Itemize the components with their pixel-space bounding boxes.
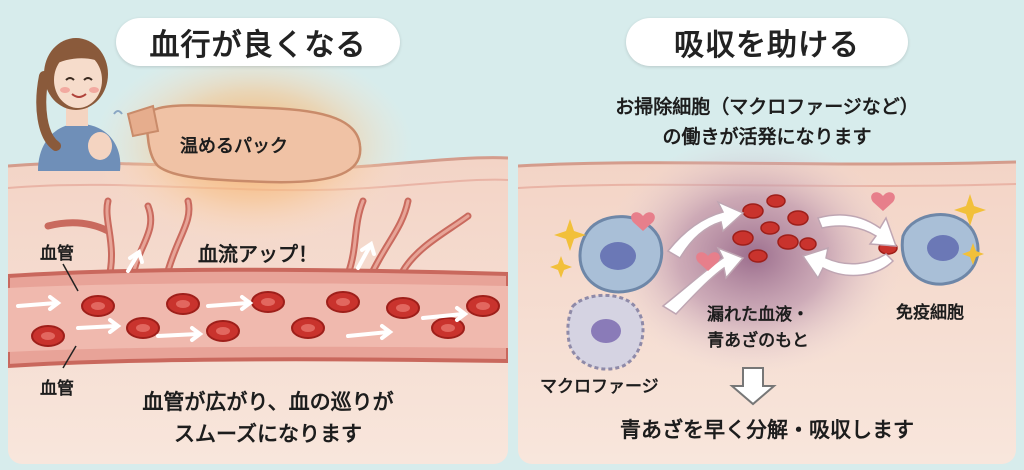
macrophage-cell-bottom	[566, 293, 645, 371]
immune-cell	[900, 213, 980, 286]
absorption-caption: 青あざを早く分解・吸収します	[620, 418, 914, 442]
blood-flow-illustration	[8, 6, 508, 464]
flow-arrows	[16, 240, 469, 342]
vessel-label-bottom: 血管	[40, 379, 74, 399]
blood-flow-panel: 血行が良くなる 温めるパック 血流アップ！ 血管 血管 血管が広がり、血の巡りが…	[8, 6, 508, 464]
blood-cells	[31, 291, 500, 347]
macrophage-label: マクロファージ	[540, 377, 659, 397]
heart-icons	[631, 192, 895, 271]
absorption-illustration	[518, 6, 1016, 464]
blood-flow-caption-line1: 血管が広がり、血の巡りが	[142, 390, 394, 414]
heat-pack-icon	[126, 104, 362, 184]
absorption-panel: 吸収を助ける お掃除細胞（マクロファージなど） の働きが活発になります 漏れた血…	[518, 6, 1016, 464]
absorption-subtitle-line1: お掃除細胞（マクロファージなど）	[615, 96, 919, 118]
blood-flow-caption-line2: スムーズになります	[174, 422, 362, 446]
blood-flow-up-label: 血流アップ！	[198, 242, 318, 266]
absorption-title: 吸収を助ける	[626, 18, 908, 66]
blood-flow-title: 血行が良くなる	[116, 18, 400, 66]
sparkle-icons	[550, 194, 986, 278]
vessel-label-top: 血管	[40, 244, 74, 264]
immune-cell-label: 免疫細胞	[896, 303, 964, 323]
heat-pack-label: 温めるパック	[180, 136, 288, 157]
macrophage-cell-top	[578, 215, 664, 294]
movement-arrows	[661, 200, 898, 315]
leaked-blood-label-line1: 漏れた血液・	[707, 305, 809, 325]
person-icon	[36, 38, 123, 171]
down-arrow-icon	[729, 367, 777, 406]
leaked-blood-label-line2: 青あざのもと	[707, 331, 809, 351]
leaked-blood-cells	[626, 194, 898, 263]
absorption-subtitle-line2: の働きが活発になります	[662, 126, 872, 148]
